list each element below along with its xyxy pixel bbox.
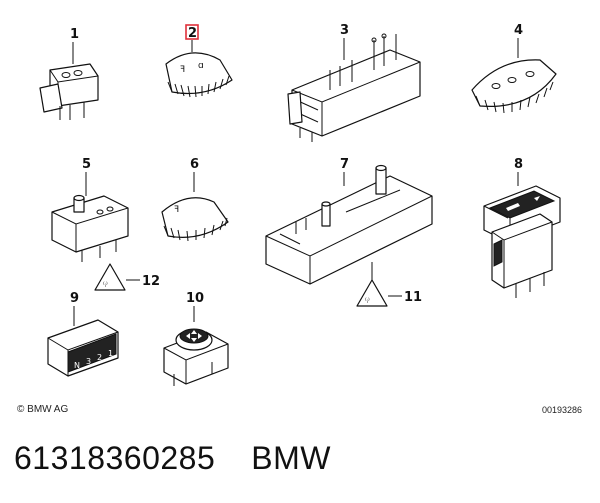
- label-4: 4: [514, 23, 523, 38]
- svg-text:⁽ᵢ⁾: ⁽ᵢ⁾: [103, 281, 108, 289]
- copyright-text: © BMW AG: [17, 404, 69, 415]
- part-5[interactable]: 5: [51, 157, 129, 262]
- label-2: 2: [188, 26, 197, 41]
- svg-text:ɑ: ɑ: [198, 61, 204, 71]
- part-number: 61318360285: [14, 440, 216, 476]
- label-12: 12: [142, 274, 160, 289]
- caption: 61318360285 BMW: [14, 440, 367, 477]
- parts-diagram: 1 2 ꟻ ɑ 3 4: [39, 23, 561, 386]
- svg-text:ꟻ: ꟻ: [174, 205, 179, 215]
- label-1: 1: [70, 27, 79, 42]
- svg-text:⁽ᵢ⁾: ⁽ᵢ⁾: [365, 297, 370, 305]
- part-2[interactable]: 2 ꟻ ɑ: [165, 24, 233, 98]
- svg-text:1: 1: [108, 349, 113, 358]
- part-6[interactable]: 6 ꟻ: [161, 157, 229, 242]
- highlight-box: [185, 24, 199, 40]
- part-12[interactable]: ⁽ᵢ⁾ 12: [94, 263, 160, 291]
- label-10: 10: [186, 291, 204, 306]
- part-11[interactable]: ⁽ᵢ⁾ 11: [356, 262, 422, 307]
- label-9: 9: [70, 291, 79, 306]
- svg-text:3: 3: [86, 357, 91, 366]
- part-10[interactable]: 10: [163, 291, 229, 386]
- part-4[interactable]: 4: [471, 23, 557, 114]
- label-6: 6: [190, 157, 199, 172]
- label-11: 11: [404, 290, 422, 305]
- label-8: 8: [514, 157, 523, 172]
- part-9[interactable]: 9 N 3 2 1: [47, 291, 119, 377]
- document-number: 00193286: [541, 405, 582, 415]
- part-7[interactable]: 7: [265, 157, 433, 285]
- label-5: 5: [82, 157, 91, 172]
- part-1[interactable]: 1: [39, 27, 99, 120]
- part-3[interactable]: 3: [287, 23, 421, 142]
- svg-text:2: 2: [97, 353, 102, 362]
- svg-text:N: N: [74, 361, 80, 370]
- label-7: 7: [340, 157, 349, 172]
- svg-text:ꟻ: ꟻ: [180, 65, 185, 75]
- part-8[interactable]: 8: [483, 157, 561, 298]
- brand-name: BMW: [251, 440, 331, 476]
- label-3: 3: [340, 23, 349, 38]
